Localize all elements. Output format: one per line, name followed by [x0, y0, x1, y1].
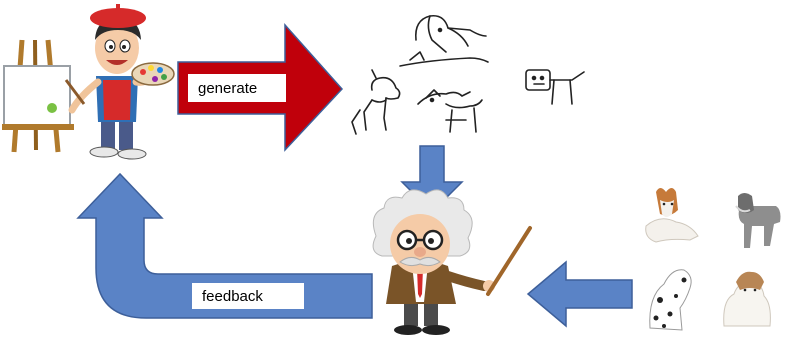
generate-label: generate	[188, 74, 286, 102]
feedback-label: feedback	[192, 283, 304, 309]
real-dog-photos	[645, 188, 781, 331]
dog-photo-dalmatian	[649, 269, 692, 331]
dog-photo-corgi	[645, 188, 699, 243]
professor-icon	[372, 189, 532, 335]
sketch-dog-4	[525, 69, 585, 105]
sketch-dog-3	[417, 89, 483, 133]
painter-icon	[2, 4, 175, 160]
dog-sketches	[351, 14, 585, 135]
real-to-discriminator-arrow	[526, 260, 633, 328]
feedback-arrow	[76, 172, 373, 319]
sketch-dog-1	[399, 14, 489, 67]
easel-icon	[2, 39, 74, 153]
dog-photo-jack-russell	[723, 271, 771, 327]
dog-photo-schnauzer	[735, 193, 781, 248]
sketch-dog-2	[351, 69, 401, 135]
